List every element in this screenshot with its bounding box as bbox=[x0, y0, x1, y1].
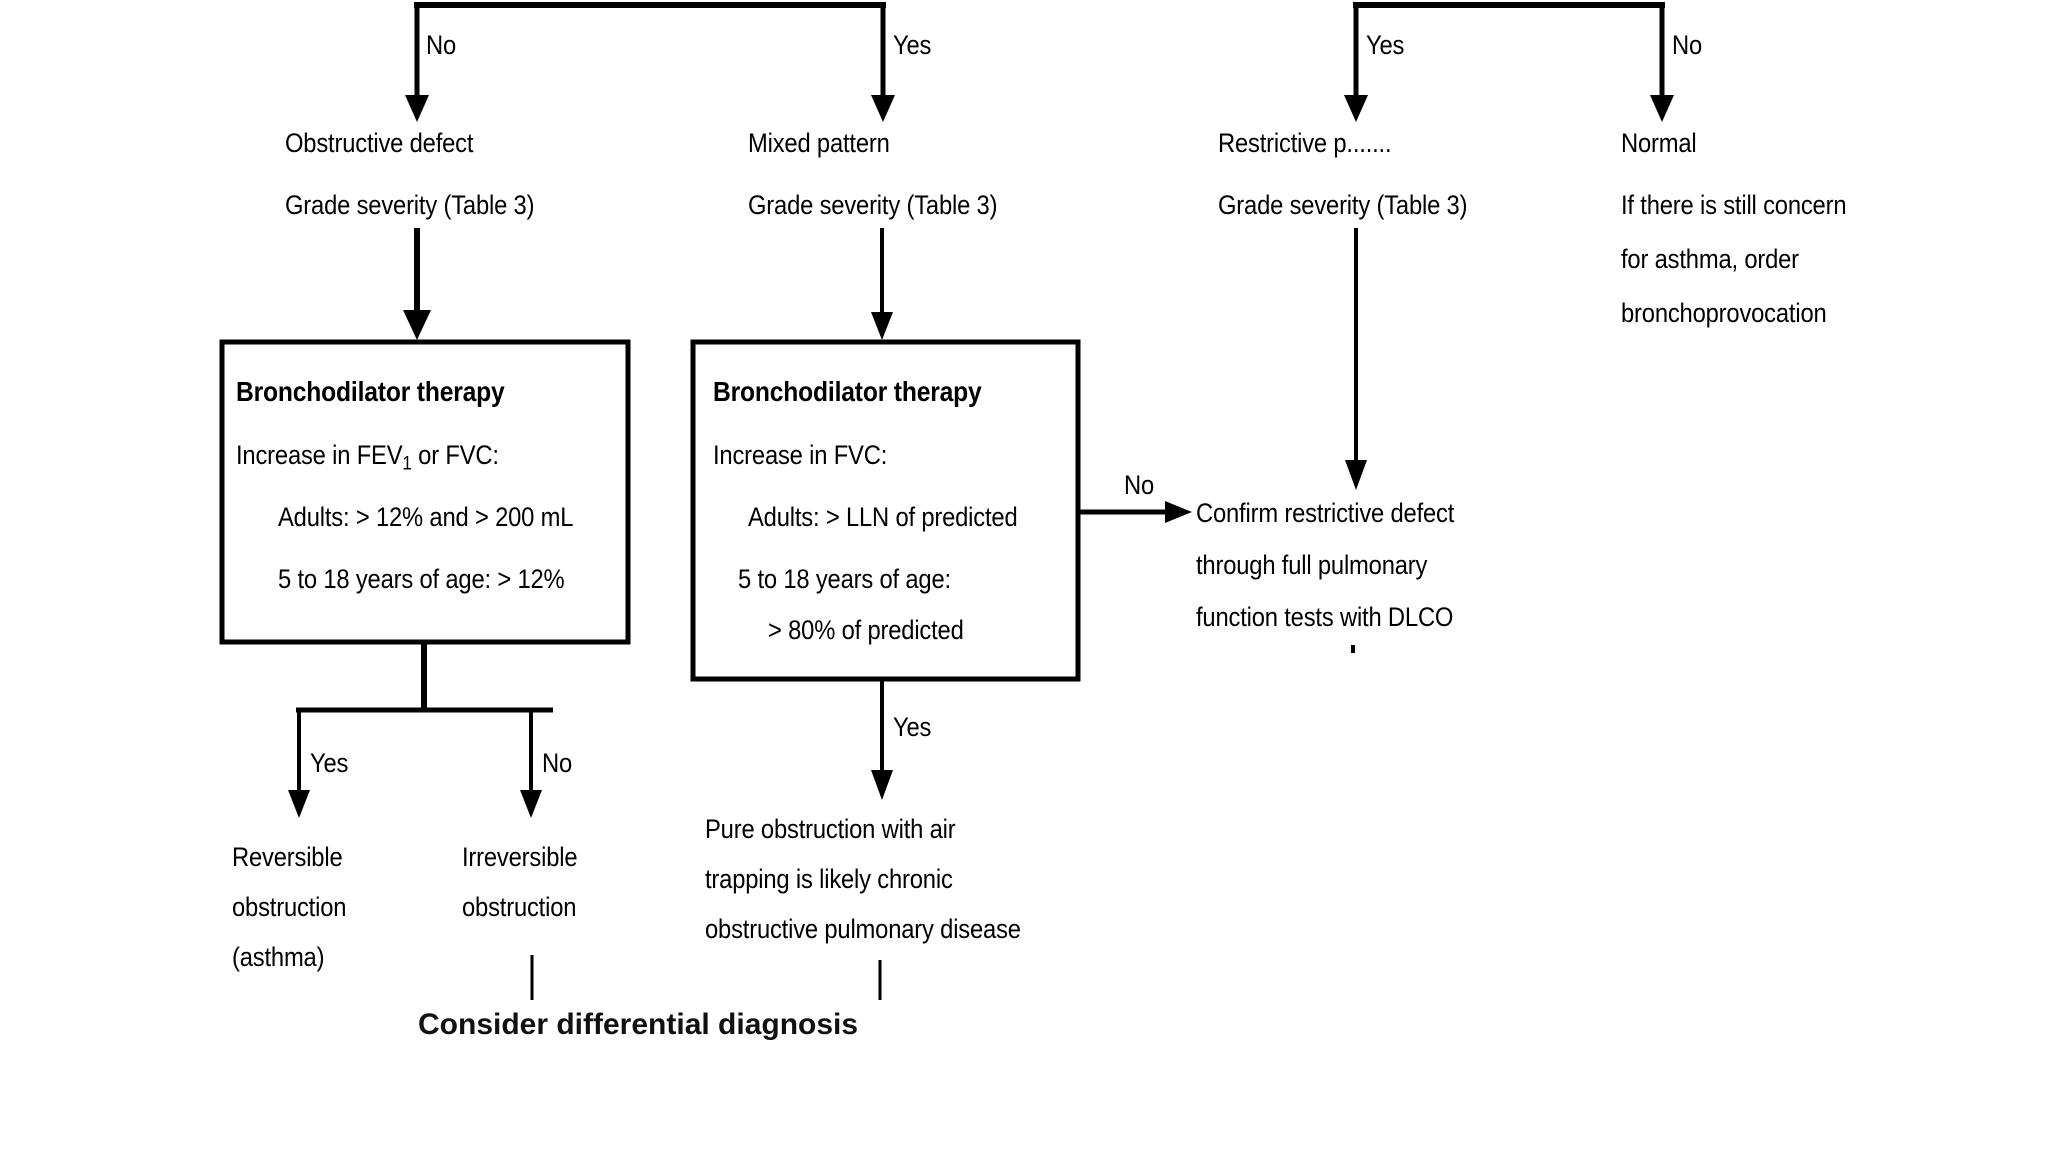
node-consider-differential-diagnosis: Consider differential diagnosis bbox=[418, 1008, 859, 1041]
node-normal-line1: Normal bbox=[1621, 128, 1697, 158]
box-left-line1-pre: Increase in FEV bbox=[236, 440, 403, 470]
box-bronchodilator-mid-heading: Bronchodilator therapy bbox=[713, 376, 982, 407]
node-pure-obstruction-line1: Pure obstruction with air bbox=[705, 814, 956, 844]
node-reversible-obstruction-line1: Reversible bbox=[232, 842, 343, 872]
edge-label-top-right-no: No bbox=[1672, 30, 1703, 60]
node-reversible-obstruction-line3: (asthma) bbox=[232, 942, 325, 972]
node-irreversible-obstruction-line2: obstruction bbox=[462, 892, 577, 922]
box-bronchodilator-mid-line3: 5 to 18 years of age: bbox=[738, 564, 951, 594]
node-normal-line4: bronchoprovocation bbox=[1621, 298, 1827, 328]
box-left-line1-subscript: 1 bbox=[402, 452, 412, 475]
node-irreversible-obstruction-line1: Irreversible bbox=[462, 842, 578, 872]
box-bronchodilator-left-line3: 5 to 18 years of age: > 12% bbox=[278, 564, 565, 594]
connector-mid-box-yes bbox=[871, 679, 893, 800]
edge-label-mid-box-yes: Yes bbox=[893, 712, 932, 742]
connector-mixed-to-bronchodilator bbox=[871, 228, 893, 340]
node-mixed-pattern-line2: Grade severity (Table 3) bbox=[748, 190, 998, 220]
node-normal-line3: for asthma, order bbox=[1621, 244, 1799, 274]
connector-to-consider-differential bbox=[530, 955, 882, 1000]
box-bronchodilator-left-heading: Bronchodilator therapy bbox=[236, 376, 505, 407]
edge-label-left-box-no: No bbox=[542, 748, 573, 778]
node-restrictive-pattern-line2: Grade severity (Table 3) bbox=[1218, 190, 1468, 220]
edge-label-mid-box-no: No bbox=[1124, 470, 1155, 500]
connector-top-right-group bbox=[1344, 2, 1674, 122]
box-bronchodilator-mid-line1: Increase in FVC: bbox=[713, 440, 888, 470]
node-pure-obstruction-line3: obstructive pulmonary disease bbox=[705, 914, 1021, 944]
node-restrictive-pattern-line1: Restrictive p....... bbox=[1218, 128, 1392, 158]
node-confirm-restrictive-line3: function tests with DLCO bbox=[1196, 602, 1454, 632]
node-normal-line2: If there is still concern bbox=[1621, 190, 1847, 220]
connector-left-box-split bbox=[288, 642, 553, 818]
node-confirm-restrictive-line2: through full pulmonary bbox=[1196, 550, 1428, 580]
connector-restrictive-to-confirm bbox=[1345, 228, 1367, 490]
connector-top-left-group bbox=[405, 2, 895, 122]
edge-label-top-right-yes: Yes bbox=[1366, 30, 1405, 60]
box-bronchodilator-mid-line2: Adults: > LLN of predicted bbox=[748, 502, 1018, 532]
node-obstructive-defect-line2: Grade severity (Table 3) bbox=[285, 190, 535, 220]
node-obstructive-defect-line1: Obstructive defect bbox=[285, 128, 474, 158]
edge-label-top-left-no: No bbox=[426, 30, 457, 60]
box-left-line1-post: or FVC: bbox=[411, 440, 499, 470]
node-mixed-pattern-line1: Mixed pattern bbox=[748, 128, 890, 158]
edge-label-left-box-yes: Yes bbox=[310, 748, 349, 778]
node-pure-obstruction-line2: trapping is likely chronic bbox=[705, 864, 953, 894]
edge-label-top-left-yes: Yes bbox=[893, 30, 932, 60]
connector-obstructive-to-bronchodilator bbox=[403, 228, 431, 340]
node-reversible-obstruction-line2: obstruction bbox=[232, 892, 347, 922]
box-bronchodilator-left-line2: Adults: > 12% and > 200 mL bbox=[278, 502, 574, 532]
node-confirm-restrictive-line1: Confirm restrictive defect bbox=[1196, 498, 1455, 528]
box-bronchodilator-left-line1: Increase in FEV1 or FVC: bbox=[236, 438, 499, 476]
connector-mid-box-no-to-confirm bbox=[1078, 501, 1192, 523]
box-bronchodilator-mid-line4: > 80% of predicted bbox=[768, 615, 964, 645]
